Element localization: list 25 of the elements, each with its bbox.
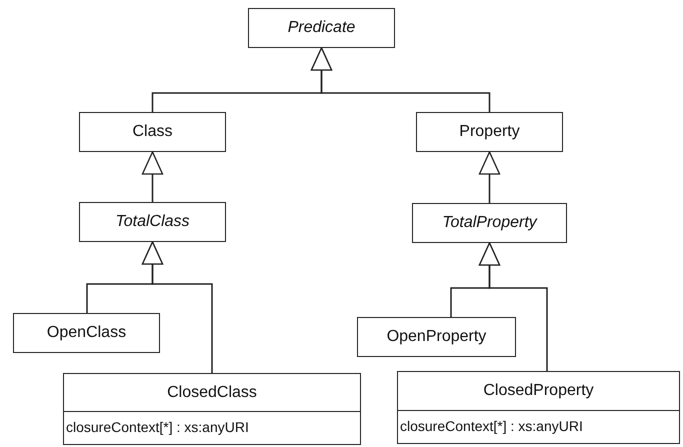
class-box — [63, 373, 361, 445]
class-name: Class — [132, 122, 172, 142]
generalization-arrow — [478, 151, 500, 203]
class-box — [248, 8, 395, 48]
class-name: ClosedClass — [167, 382, 257, 402]
generalization-arrow — [142, 241, 213, 373]
class-box — [357, 317, 516, 357]
class-box — [79, 202, 226, 242]
class-name: Predicate — [288, 18, 356, 38]
generalization-arrow — [310, 47, 490, 112]
class-name: Property — [459, 122, 520, 142]
generalization-arrow — [478, 242, 548, 371]
class-box — [412, 203, 567, 243]
class-name: OpenClass — [46, 323, 126, 343]
class-name: OpenProperty — [386, 327, 486, 347]
attribute-text: closureContext[*] : xs:anyURI — [400, 418, 583, 436]
generalization-arrow — [142, 151, 164, 202]
class-name: TotalClass — [115, 212, 190, 232]
class-box — [416, 112, 563, 152]
class-box — [79, 112, 226, 152]
class-name: TotalProperty — [442, 213, 537, 233]
attribute-text: closureContext[*] : xs:anyURI — [66, 419, 249, 437]
class-box — [13, 313, 160, 353]
class-name: ClosedProperty — [483, 381, 594, 401]
class-box — [397, 371, 680, 444]
